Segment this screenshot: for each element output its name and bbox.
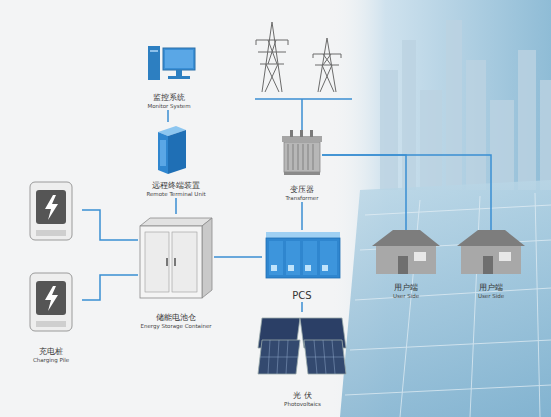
power-line-path	[301, 302, 303, 312]
power-line	[82, 210, 138, 300]
power-line-path	[167, 110, 169, 122]
transmission-tower	[256, 22, 341, 92]
power-line-path	[301, 202, 303, 230]
power-line-path	[322, 155, 491, 230]
component-sublabel: Remote Terminal Unit	[146, 191, 205, 198]
photo-background	[330, 0, 551, 417]
power-line-path	[214, 256, 262, 258]
component-sublabel: Charging Pile	[33, 357, 69, 364]
power-line	[322, 155, 491, 230]
component-node: 光 伏Photovoltaics	[255, 312, 350, 408]
component-node: 用户端User Side	[368, 230, 444, 300]
component-sublabel: Photovoltaics	[284, 401, 321, 408]
power-line	[302, 202, 303, 230]
storage-container-icon	[140, 218, 212, 298]
component-node: 用户端User Side	[453, 230, 529, 300]
power-line	[302, 302, 303, 312]
power-line-path	[175, 198, 177, 214]
rtu-icon	[158, 126, 186, 174]
component-label: 充电桩	[39, 347, 63, 357]
component-label: 监控系统	[153, 93, 185, 103]
grid-wire	[255, 99, 352, 132]
component-label: 远程终端装置	[152, 181, 200, 191]
component-sublabel: User Side	[478, 293, 504, 300]
charging-pile-icon	[30, 182, 72, 331]
solar-field	[340, 180, 551, 417]
power-line	[176, 198, 177, 214]
component-label: 变压器	[290, 185, 314, 195]
component-node: 变压器Transformer	[282, 128, 322, 202]
component-sublabel: Transformer	[285, 195, 318, 202]
house-icon	[372, 230, 525, 274]
power-line	[322, 155, 406, 230]
transformer-icon	[282, 130, 322, 175]
pcs-icon	[266, 232, 340, 278]
component-node: 储能电池仓Energy Storage Container	[138, 214, 214, 330]
power-line-path	[322, 155, 406, 230]
component-label: 用户端	[394, 283, 418, 293]
power-line	[168, 110, 169, 122]
component-sublabel: Monitor System	[147, 103, 190, 110]
component-label: 储能电池仓	[156, 313, 196, 323]
pv-panel-icon	[258, 318, 346, 374]
component-label: 用户端	[479, 283, 503, 293]
component-node: PCS	[262, 230, 342, 302]
component-node: 远程终端装置Remote Terminal Unit	[138, 122, 214, 198]
monitor-icon	[148, 46, 195, 80]
power-line	[214, 257, 262, 258]
component-sublabel: User Side	[393, 293, 419, 300]
solar-rows	[345, 193, 551, 417]
power-line-path	[82, 210, 138, 300]
component-label: PCS	[292, 290, 311, 302]
component-sublabel: Energy Storage Container	[140, 323, 211, 330]
component-label: 光 伏	[293, 391, 312, 401]
component-node: 监控系统Monitor System	[143, 40, 195, 110]
component-node: 充电桩Charging Pile	[20, 176, 82, 364]
